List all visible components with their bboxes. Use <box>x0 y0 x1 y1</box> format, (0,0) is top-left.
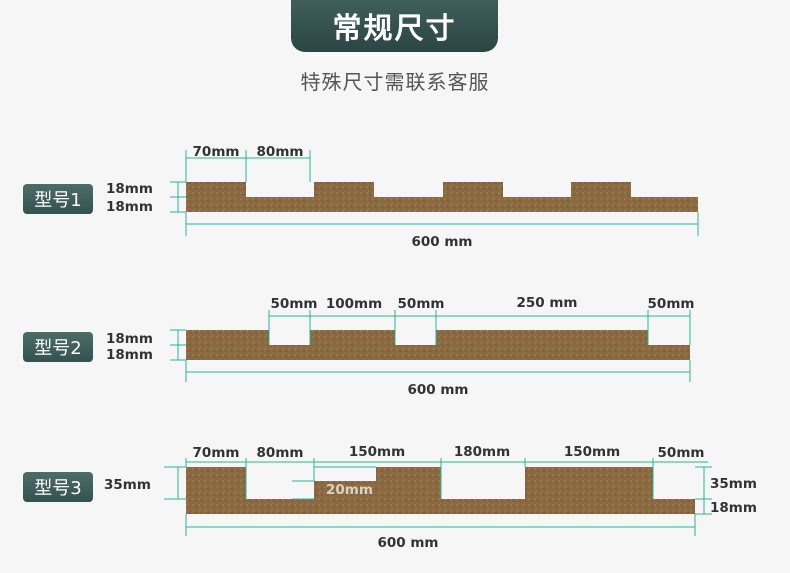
model-3-dim-total: 600 mm <box>377 535 438 551</box>
model-1-dim-top-1: 70mm <box>193 144 240 160</box>
model-2-dim-top-3: 50mm <box>398 296 445 312</box>
model-1-board <box>186 182 698 212</box>
model-1-label: 型号1 <box>23 184 93 214</box>
model-2-diagram: 50mm 100mm 50mm 250 mm 50mm 18mm 18mm 60… <box>106 295 694 398</box>
model-3-dim-top-1: 70mm <box>193 445 240 461</box>
model-3-dim-top-6: 50mm <box>658 445 705 461</box>
model-3-dim-top-3: 150mm <box>349 444 405 460</box>
model-2-dim-top-2: 100mm <box>326 296 382 312</box>
model-2-dim-top-5: 50mm <box>648 296 695 312</box>
model-3-dim-top-4: 180mm <box>454 444 510 460</box>
model-3-diagram: 70mm 80mm 150mm 180mm 150mm 50mm 20mm 35… <box>104 444 757 551</box>
model-2-dim-top-1: 50mm <box>271 296 318 312</box>
model-2-dim-top-4: 250 mm <box>516 295 577 311</box>
model-3-dim-inner-depth: 20mm <box>326 482 373 498</box>
model-3-dim-left-height: 35mm <box>104 477 151 493</box>
model-3-label: 型号3 <box>23 472 93 502</box>
page-title: 常规尺寸 <box>291 0 498 52</box>
model-2-dim-height-1: 18mm <box>106 331 153 347</box>
page-subtitle: 特殊尺寸需联系客服 <box>300 70 490 94</box>
model-1-dim-height-2: 18mm <box>106 199 153 215</box>
model-3-dim-top-5: 150mm <box>564 444 620 460</box>
model-2-label: 型号2 <box>23 332 93 362</box>
model-1-dim-height-1: 18mm <box>106 181 153 197</box>
model-2-dim-height-2: 18mm <box>106 347 153 363</box>
model-3-dim-right-height-2: 18mm <box>710 500 757 516</box>
model-2-dim-total: 600 mm <box>407 382 468 398</box>
model-1-dim-total: 600 mm <box>411 234 472 250</box>
model-3-dim-right-height-1: 35mm <box>710 476 757 492</box>
model-1-diagram: 70mm 80mm 18mm 18mm 600 mm <box>106 144 699 250</box>
model-3-dim-top-2: 80mm <box>257 445 304 461</box>
model-2-board <box>186 330 690 360</box>
model-1-dim-top-2: 80mm <box>257 144 304 160</box>
